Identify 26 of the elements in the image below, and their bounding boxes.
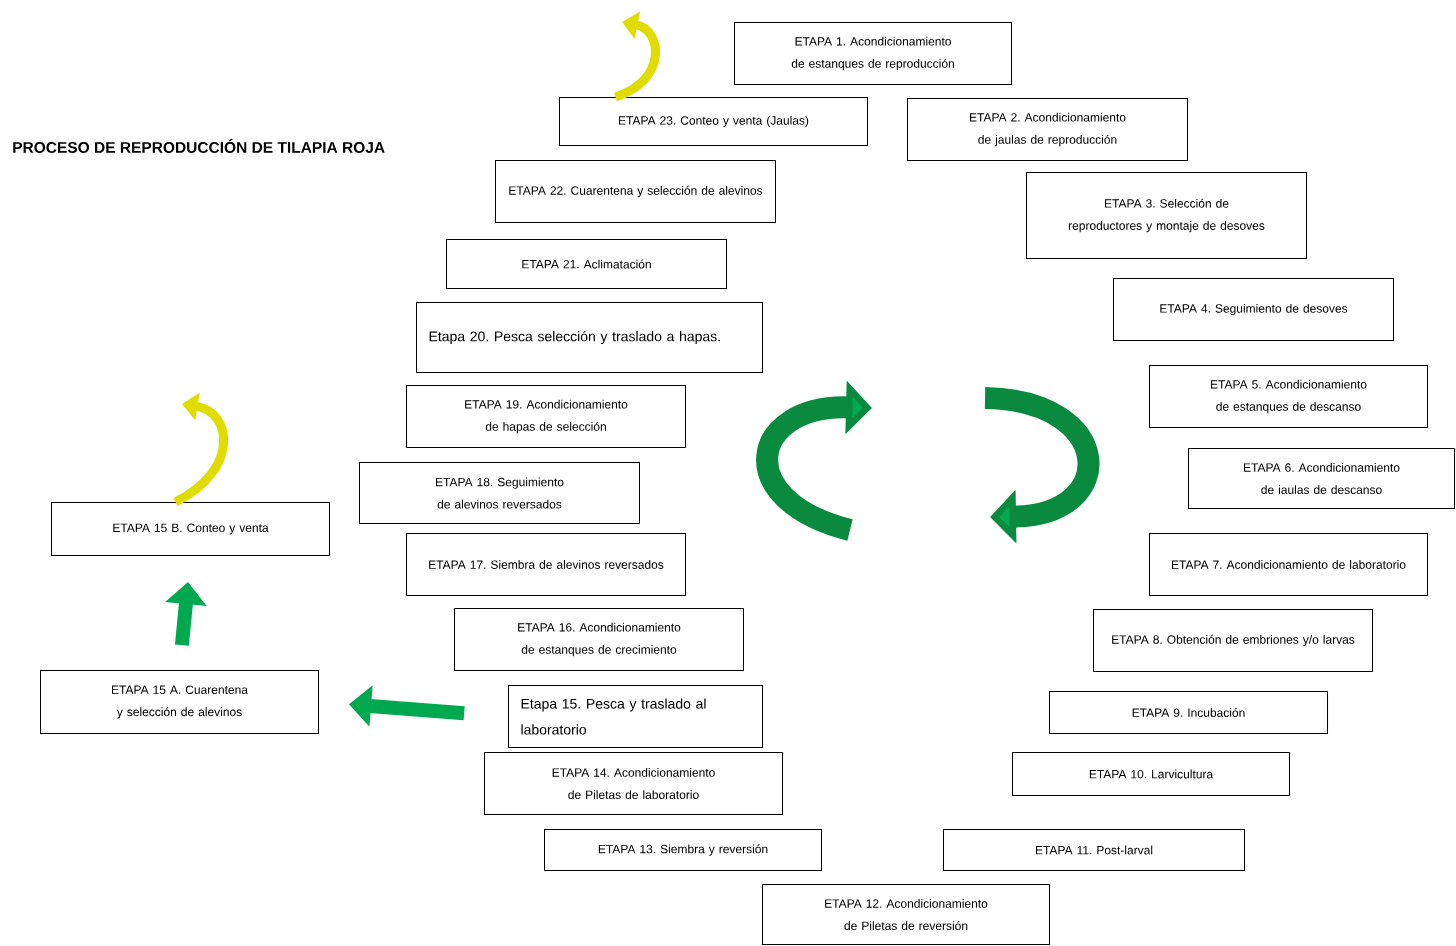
stage-box: ETAPA 8. Obtención de embriones y/o larvas (1093, 609, 1373, 672)
stage-box: ETAPA 15 B. Conteo y venta (51, 502, 330, 556)
stage-box: ETAPA 7. Acondicionamiento de laboratorio (1149, 533, 1428, 596)
stage-box: ETAPA 13. Siembra y reversión (544, 829, 822, 871)
stage-box: ETAPA 23. Conteo y venta (Jaulas) (559, 97, 868, 146)
stage-box: ETAPA 4. Seguimiento de desoves (1113, 278, 1394, 341)
stage-box: ETAPA 5. Acondicionamiento de estanques de descanso (1149, 365, 1428, 428)
stage-box: ETAPA 6. Acondicionamiento de iaulas de descanso (1188, 448, 1455, 509)
stage-box: ETAPA 14. Acondicionamiento de Piletas de laboratorio (484, 752, 783, 815)
stage-box: ETAPA 17. Siembra de alevinos reversados (406, 533, 686, 596)
stage-box: ETAPA 1. Acondicionamiento de estanques de reproducción (734, 22, 1012, 85)
stage-box: ETAPA 16. Acondicionamiento de estanques de crecimiento (454, 608, 744, 671)
stage-box: ETAPA 15 A. Cuarentena y selección de alevinos (40, 670, 319, 734)
stage-box: ETAPA 18. Seguimiento de alevinos reversados (359, 462, 640, 524)
stage-box: Etapa 20. Pesca selección y traslado a hapas. (416, 302, 763, 373)
stage-box: ETAPA 11. Post-larval (943, 829, 1245, 871)
stage-box: ETAPA 21. Aclimatación (446, 239, 727, 289)
stage-box: ETAPA 19. Acondicionamiento de hapas de selección (406, 385, 686, 448)
stage-box: ETAPA 12. Acondicionamiento de Piletas de reversión (762, 884, 1050, 945)
stage-box: ETAPA 2. Acondicionamiento de jaulas de reproducción (907, 98, 1188, 161)
stage-box: ETAPA 22. Cuarentena y selección de alevinos (495, 160, 776, 223)
stage-box: ETAPA 10. Larvicultura (1012, 752, 1290, 796)
stage-box: ETAPA 3. Selección de reproductores y montaje de desoves (1026, 172, 1307, 259)
stage-box: Etapa 15. Pesca y traslado al laboratorio (508, 685, 763, 748)
diagram-title: PROCESO DE REPRODUCCIÓN DE TILAPIA ROJA (13, 139, 385, 153)
stage-box: ETAPA 9. Incubación (1049, 691, 1328, 734)
